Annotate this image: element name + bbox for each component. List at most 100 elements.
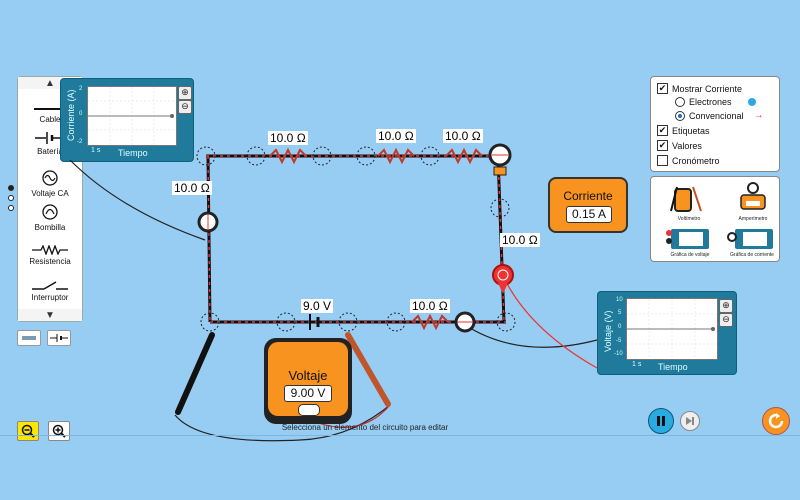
schematic-battery-icon (50, 334, 68, 342)
sensor-ammeter[interactable]: Amperímetro (735, 181, 775, 223)
voltage-chart-tick: 0 (618, 324, 622, 330)
toolbox-item-label: Resistencia (29, 257, 71, 266)
circuit-wires[interactable] (206, 154, 506, 324)
current-chart-icon (727, 229, 773, 249)
ac-voltage-icon (42, 170, 58, 186)
toolbox-item-label: Voltaje CA (31, 189, 69, 198)
stopwatch-checkbox[interactable] (657, 155, 668, 166)
step-forward-icon (686, 417, 694, 425)
voltmeter-title: Voltaje (288, 368, 328, 383)
voltage-chart-zoom-in-button[interactable]: ⊕ (719, 299, 733, 313)
show-current-label: Mostrar Corriente (672, 83, 743, 94)
arrow-right-icon: → (753, 110, 764, 121)
stopwatch-option[interactable]: Cronómetro (657, 155, 720, 166)
voltmeter-red-probe[interactable] (345, 332, 391, 407)
sensor-ammeter-label: Amperímetro (738, 216, 768, 222)
voltmeter-black-probe[interactable] (175, 332, 215, 415)
sensor-voltmeter[interactable]: Voltímetro (669, 183, 705, 223)
ammeter-value: 0.15 A (566, 206, 612, 223)
resistor-bottom[interactable] (411, 313, 449, 331)
show-current-checkbox[interactable]: ✔ (657, 83, 668, 94)
current-chart[interactable]: Corriente (A) 2 0 -2 ⊕ ⊖ 1 s Tiempo (60, 78, 194, 162)
zoom-in-button[interactable] (48, 421, 70, 441)
current-probe-left[interactable] (197, 211, 219, 233)
labels-label: Etiquetas (672, 125, 710, 136)
schematic-view-button[interactable] (47, 330, 71, 346)
sensor-voltage-chart[interactable]: Gráfica de voltaje (665, 227, 715, 259)
reset-all-button[interactable] (762, 407, 790, 435)
toolbox-item-label: Interruptor (31, 293, 69, 302)
pause-button[interactable] (648, 408, 674, 434)
voltage-chart-tick: -5 (616, 338, 622, 344)
toolbox-page-indicator[interactable] (8, 185, 14, 215)
current-chart-zoom-out-button[interactable]: ⊖ (178, 100, 192, 114)
voltage-chart-scale: 1 s (632, 361, 642, 368)
zoom-out-button[interactable] (17, 421, 39, 441)
voltmeter-wire-black (174, 404, 391, 442)
voltage-chart-probe-wire-red (503, 277, 598, 369)
sensor-voltmeter-label: Voltímetro (677, 216, 701, 222)
voltage-chart-tick: -10 (614, 351, 623, 357)
voltage-chart-zoom-out-button[interactable]: ⊖ (719, 313, 733, 327)
resistor-top-2-label: 10.0 Ω (376, 129, 416, 143)
electron-icon (747, 98, 756, 106)
voltage-chart-red-probe[interactable] (492, 264, 514, 294)
current-probe-bottom[interactable] (454, 311, 476, 333)
circuit-vertices[interactable] (196, 146, 516, 332)
ammeter[interactable]: Corriente 0.15 A (548, 177, 628, 233)
current-chart-zoom-in-button[interactable]: ⊕ (178, 86, 192, 100)
resistor-top-1-label: 10.0 Ω (268, 131, 308, 145)
sensor-voltage-chart-label: Gráfica de voltaje (670, 252, 710, 258)
current-chart-x-label: Tiempo (118, 148, 148, 158)
step-button[interactable] (680, 411, 700, 431)
toolbox-item-resistor[interactable]: Resistencia (18, 245, 82, 266)
current-chart-probe-wire (69, 159, 206, 241)
battery[interactable] (309, 314, 320, 330)
voltmeter[interactable]: Voltaje 9.00 V (264, 338, 352, 424)
current-chart-tick: 0 (79, 111, 83, 117)
values-checkbox[interactable]: ✔ (657, 140, 668, 151)
labels-checkbox[interactable]: ✔ (657, 125, 668, 136)
battery-label: 9.0 V (301, 299, 334, 313)
resistor-top-3-label: 10.0 Ω (443, 129, 483, 143)
sensor-toolbox: Voltímetro Amperímetro Gráfica de voltaj… (650, 176, 780, 262)
voltmeter-jack (298, 404, 320, 416)
resistor-top-3[interactable] (445, 147, 483, 165)
voltage-chart-icon (666, 229, 709, 249)
conventional-option[interactable]: Convencional → (675, 110, 764, 121)
toolbox-item-switch[interactable]: Interruptor (18, 281, 82, 302)
resistor-top-1[interactable] (269, 147, 307, 165)
lifelike-wire-icon (22, 336, 36, 340)
voltage-chart-tick: 5 (618, 310, 622, 316)
show-current-option[interactable]: ✔ Mostrar Corriente (657, 83, 742, 94)
toolbox-scroll-down-button[interactable]: ▼ (18, 309, 82, 321)
labels-option[interactable]: ✔ Etiquetas (657, 125, 710, 136)
ground-line (0, 435, 800, 436)
resistor-left-label: 10.0 Ω (172, 181, 212, 195)
current-chart-tick: 2 (79, 86, 83, 92)
current-probe-top[interactable] (488, 143, 512, 176)
resistor-top-2[interactable] (377, 147, 415, 165)
conventional-radio[interactable] (675, 110, 685, 121)
voltage-chart[interactable]: Voltaje (V) 10 5 0 -5 -10 ⊕ ⊖ 1 s Tiempo (597, 291, 737, 375)
toolbox-item-bulb[interactable]: Bombilla (18, 203, 82, 232)
toolbox-item-label: Batería (37, 147, 63, 156)
sensor-current-chart[interactable]: Gráfica de corriente (727, 227, 777, 259)
toolbox-item-label: Cable (39, 115, 61, 124)
voltmeter-icon (670, 186, 702, 212)
voltage-chart-x-label: Tiempo (658, 362, 688, 372)
voltage-chart-probe-wire-black (464, 324, 598, 348)
electrons-option[interactable]: Electrones (675, 97, 756, 107)
values-option[interactable]: ✔Valores (657, 140, 702, 151)
voltage-chart-plot (626, 298, 718, 360)
view-options-panel: ✔ Mostrar Corriente Electrones Convencion… (650, 76, 780, 172)
current-chart-plot (87, 86, 177, 146)
electrons-radio[interactable] (675, 97, 685, 107)
lifelike-view-button[interactable] (17, 330, 41, 346)
resistor-right-label: 10.0 Ω (500, 233, 540, 247)
status-message: Selecciona un elemento del circuito para… (281, 423, 449, 432)
toolbox-item-ac-voltage[interactable]: Voltaje CA (18, 169, 82, 198)
conventional-label: Convencional (689, 110, 744, 121)
resistor-icon (32, 245, 68, 255)
electrons-label: Electrones (689, 97, 732, 107)
